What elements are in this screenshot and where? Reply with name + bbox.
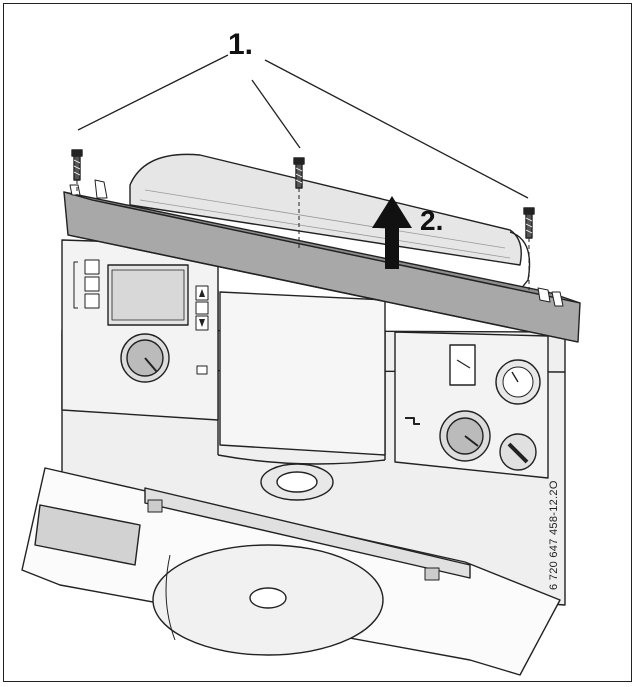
top-cover-bar bbox=[63, 179, 581, 343]
screw-icon bbox=[523, 207, 535, 239]
screw-icon bbox=[71, 149, 83, 181]
right-control-panel bbox=[394, 331, 549, 479]
panel-button bbox=[84, 259, 100, 275]
center-cover bbox=[219, 291, 386, 456]
front-cover-flap bbox=[21, 467, 561, 676]
document-number: 6 720 647 458-12.2O bbox=[548, 480, 560, 590]
left-control-panel bbox=[61, 239, 219, 421]
panel-button bbox=[84, 293, 100, 309]
panel-button bbox=[84, 276, 100, 292]
screw-axis-lines bbox=[76, 180, 530, 290]
step-1-label: 1. bbox=[228, 28, 254, 61]
tap-icon bbox=[405, 417, 420, 425]
rear-housing bbox=[129, 153, 531, 291]
screw-icon bbox=[293, 157, 305, 189]
step-2-label: 2. bbox=[420, 205, 444, 236]
up-arrow-icon bbox=[372, 196, 412, 269]
leader-lines bbox=[77, 54, 529, 199]
